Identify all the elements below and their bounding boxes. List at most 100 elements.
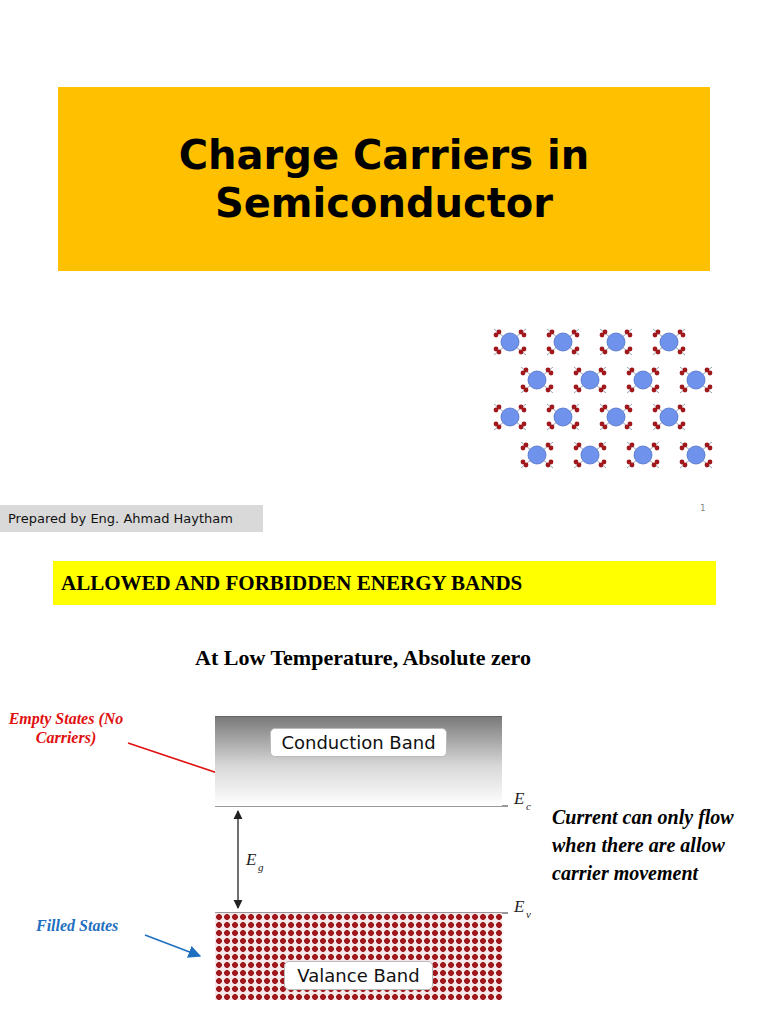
atom xyxy=(607,333,625,351)
atom xyxy=(660,408,678,426)
energy-symbol: E xyxy=(514,897,524,917)
atom xyxy=(634,371,652,389)
electron-dot xyxy=(547,347,552,352)
electron-dot xyxy=(575,333,580,338)
electron-dot xyxy=(655,371,660,376)
electron-dot xyxy=(575,408,580,413)
energy-subscript: c xyxy=(526,800,531,812)
callout-note: Empty States (No Carriers) xyxy=(8,709,124,747)
page-number: 1 xyxy=(700,503,706,513)
electron-dot xyxy=(628,408,633,413)
electron-dot xyxy=(708,446,713,451)
electron-dot xyxy=(628,333,633,338)
electron-dot xyxy=(653,347,658,352)
electron-dot xyxy=(680,446,685,451)
electron-dot xyxy=(522,347,527,352)
node-text: Valance Band xyxy=(284,961,432,990)
node-text: Prepared by Eng. Ahmad Haytham xyxy=(8,511,233,526)
energy-symbol: E xyxy=(246,850,256,870)
crystal-lattice xyxy=(494,329,713,468)
electron-dot xyxy=(575,347,580,352)
atom xyxy=(528,371,546,389)
electron-dot xyxy=(549,446,554,451)
electron-dot xyxy=(600,422,605,427)
electron-dot xyxy=(653,333,658,338)
electron-dot xyxy=(680,371,685,376)
electron-dot xyxy=(602,460,607,465)
title-box: Charge Carriers in Semiconductor xyxy=(58,87,710,271)
electron-dot xyxy=(680,385,685,390)
conduction-band: Conduction Band xyxy=(215,716,502,806)
electron-dot xyxy=(681,422,686,427)
side-note: Current can only flow when there are all… xyxy=(552,803,760,887)
atom xyxy=(581,446,599,464)
heading-bar: ALLOWED AND FORBIDDEN ENERGY BANDS xyxy=(53,561,716,605)
node-text: ALLOWED AND FORBIDDEN ENERGY BANDS xyxy=(61,571,522,596)
electron-dot xyxy=(574,446,579,451)
electron-dot xyxy=(494,333,499,338)
electron-dot xyxy=(628,347,633,352)
electron-dot xyxy=(628,422,633,427)
electron-dot xyxy=(681,333,686,338)
electron-dot xyxy=(655,385,660,390)
electron-dot xyxy=(681,408,686,413)
electron-dot xyxy=(681,347,686,352)
electron-dot xyxy=(549,385,554,390)
electron-dot xyxy=(522,408,527,413)
electron-dot xyxy=(627,446,632,451)
electron-dot xyxy=(600,408,605,413)
electron-dot xyxy=(521,371,526,376)
energy-symbol: E xyxy=(514,789,524,809)
electron-dot xyxy=(574,460,579,465)
electron-dot xyxy=(521,385,526,390)
electron-dot xyxy=(708,371,713,376)
electron-dot xyxy=(522,422,527,427)
electron-dot xyxy=(655,446,660,451)
energy-subscript: v xyxy=(526,908,531,920)
atom xyxy=(607,408,625,426)
atom xyxy=(501,408,519,426)
electron-dot xyxy=(627,371,632,376)
electron-dot xyxy=(600,333,605,338)
electron-dot xyxy=(655,460,660,465)
electron-dot xyxy=(600,347,605,352)
electron-dot xyxy=(549,371,554,376)
electron-dot xyxy=(653,408,658,413)
atom xyxy=(660,333,678,351)
node-text: Conduction Band xyxy=(270,728,446,757)
electron-dot xyxy=(574,371,579,376)
electron-dot xyxy=(602,371,607,376)
electron-dot xyxy=(602,446,607,451)
atom xyxy=(687,371,705,389)
node-text: Charge Carriers in Semiconductor xyxy=(124,131,644,227)
energy-subscript: g xyxy=(258,861,264,873)
electron-dot xyxy=(708,385,713,390)
atom xyxy=(554,333,572,351)
electron-dot xyxy=(602,385,607,390)
electron-dot xyxy=(627,460,632,465)
callout-note: Filled States xyxy=(36,917,118,935)
electron-dot xyxy=(575,422,580,427)
electron-dot xyxy=(680,460,685,465)
subheading: At Low Temperature, Absolute zero xyxy=(60,645,666,671)
electron-dot xyxy=(549,460,554,465)
gap-arrow xyxy=(237,811,238,908)
electron-dot xyxy=(708,460,713,465)
electron-dot xyxy=(522,333,527,338)
atom xyxy=(501,333,519,351)
atom xyxy=(634,446,652,464)
electron-dot xyxy=(547,408,552,413)
electron-dot xyxy=(547,422,552,427)
atom xyxy=(554,408,572,426)
electron-dot xyxy=(574,385,579,390)
atom xyxy=(528,446,546,464)
electron-dot xyxy=(521,446,526,451)
atom xyxy=(581,371,599,389)
electron-dot xyxy=(494,408,499,413)
electron-dot xyxy=(494,422,499,427)
author-box: Prepared by Eng. Ahmad Haytham xyxy=(0,505,263,532)
electron-dot xyxy=(494,347,499,352)
leader-arrow xyxy=(145,935,200,956)
valence-band: Valance Band xyxy=(215,913,502,1000)
